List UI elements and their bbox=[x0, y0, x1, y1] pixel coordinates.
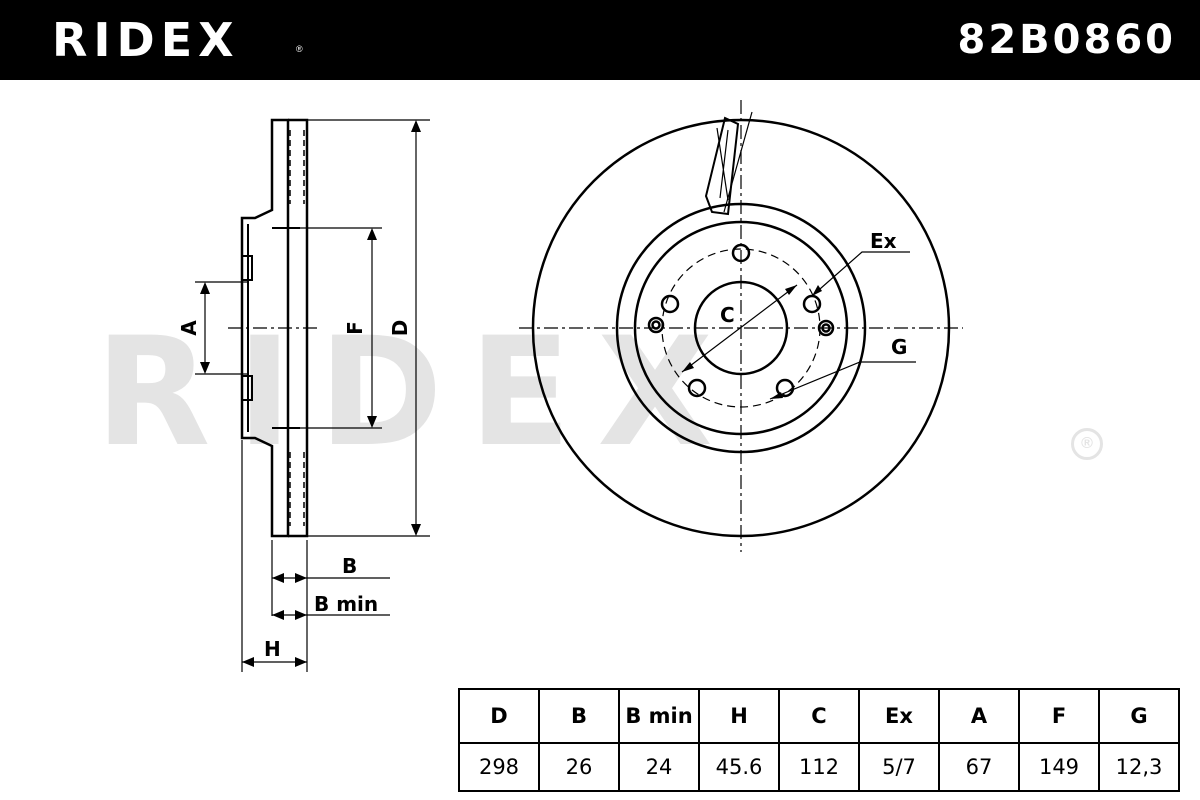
spec-header-a: A bbox=[938, 688, 1020, 744]
spec-header-c: C bbox=[778, 688, 860, 744]
label-g: G bbox=[891, 335, 907, 359]
spec-value-d: 298 bbox=[458, 742, 540, 792]
label-ex: Ex bbox=[870, 229, 897, 253]
spec-header-h: H bbox=[698, 688, 780, 744]
label-a: A bbox=[177, 320, 201, 336]
disc-front-view bbox=[519, 100, 963, 552]
spec-value-b-min: 24 bbox=[618, 742, 700, 792]
label-h: H bbox=[264, 637, 281, 661]
label-b-min: B min bbox=[314, 592, 378, 616]
spec-header-d: D bbox=[458, 688, 540, 744]
label-d: D bbox=[388, 320, 412, 337]
part-number: 82B0860 bbox=[957, 17, 1176, 63]
spec-header-f: F bbox=[1018, 688, 1100, 744]
spec-value-a: 67 bbox=[938, 742, 1020, 792]
spec-value-c: 112 bbox=[778, 742, 860, 792]
brake-disc-drawing: A F D B B min H C Ex G bbox=[177, 100, 963, 672]
spec-header-b: B bbox=[538, 688, 620, 744]
spec-table: D B B min H C Ex A F G 298 26 24 45.6 11… bbox=[458, 688, 1180, 792]
spec-value-ex: 5/7 bbox=[858, 742, 940, 792]
watermark: RIDEX bbox=[95, 306, 739, 480]
watermark-registered-mark: ® bbox=[1071, 428, 1103, 460]
spec-header-g: G bbox=[1098, 688, 1180, 744]
spec-value-h: 45.6 bbox=[698, 742, 780, 792]
label-c: C bbox=[720, 303, 735, 327]
brand-logo: RIDEX bbox=[52, 13, 240, 67]
spec-value-row: 298 26 24 45.6 112 5/7 67 149 12,3 bbox=[458, 742, 1180, 792]
spec-header-b-min: B min bbox=[618, 688, 700, 744]
spec-value-g: 12,3 bbox=[1098, 742, 1180, 792]
header-bar: RIDEX ® 82B0860 bbox=[0, 0, 1200, 80]
label-b: B bbox=[342, 554, 357, 578]
spec-value-b: 26 bbox=[538, 742, 620, 792]
spec-header-row: D B B min H C Ex A F G bbox=[458, 688, 1180, 744]
brand-registered-mark: ® bbox=[296, 44, 303, 54]
label-f: F bbox=[343, 321, 367, 335]
spec-header-ex: Ex bbox=[858, 688, 940, 744]
spec-value-f: 149 bbox=[1018, 742, 1100, 792]
